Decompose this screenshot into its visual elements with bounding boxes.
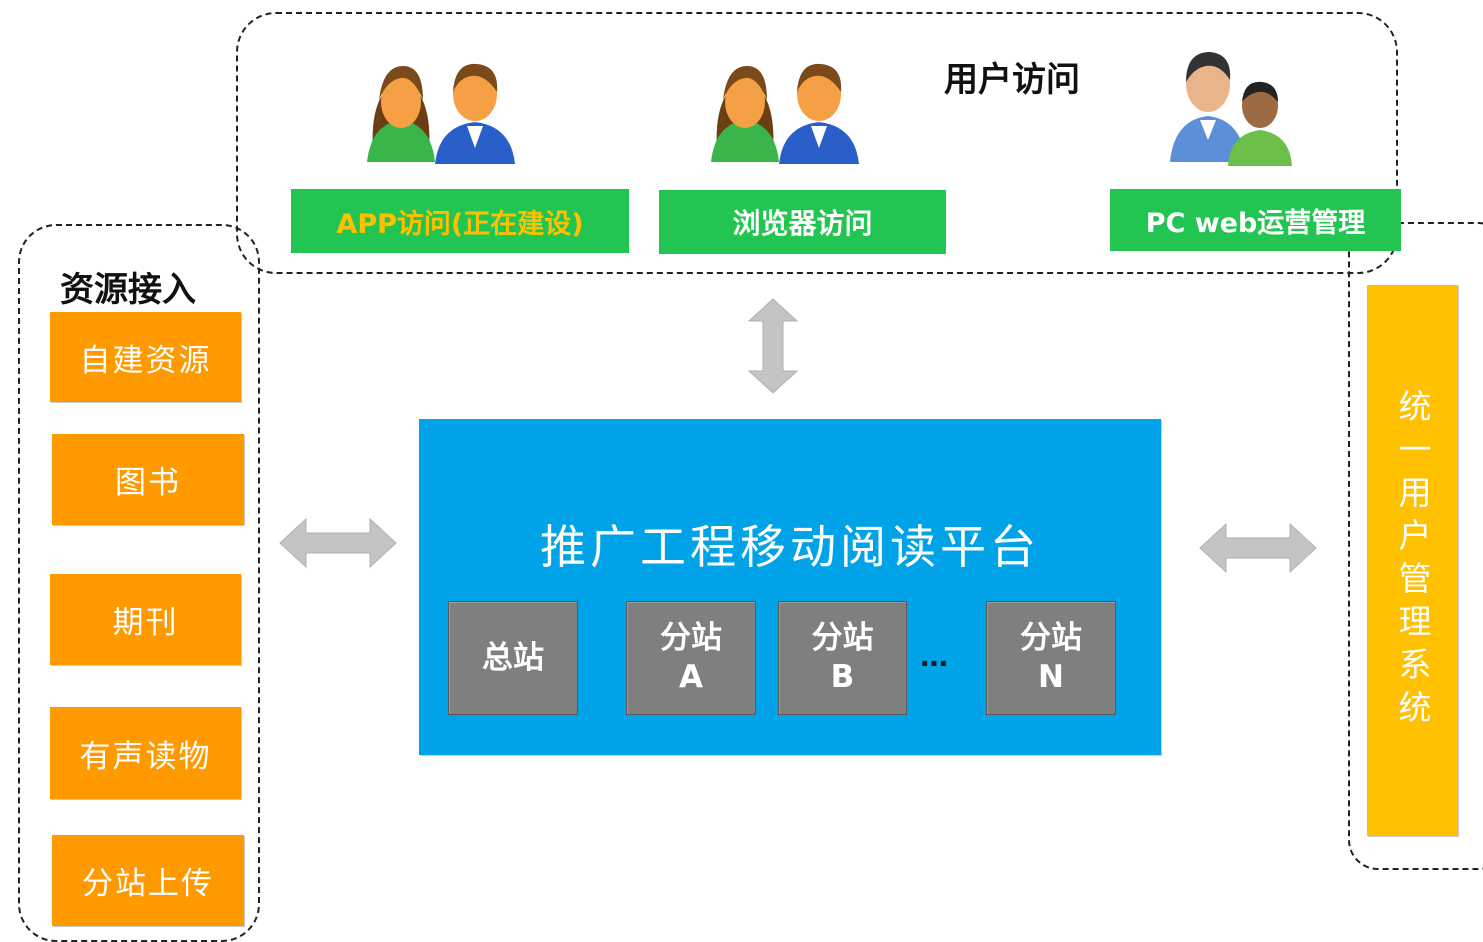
resource-access-title: 资源接入: [60, 270, 196, 310]
admin-users-icon: [1170, 52, 1292, 166]
station-label: 分站: [660, 620, 722, 657]
user-access-group: [236, 12, 1398, 274]
resource-item-audiobooks[interactable]: 有声读物: [50, 707, 241, 799]
double-arrow-vertical-icon: [747, 298, 799, 394]
unified-user-management-box[interactable]: 统一用户管理系统: [1367, 285, 1458, 836]
platform-title: 推广工程移动阅读平台: [540, 520, 1040, 574]
station-label: 总站: [482, 639, 544, 676]
user-management-group: [1348, 222, 1483, 870]
station-n[interactable]: 分站 N: [986, 601, 1116, 715]
resource-item-self-built[interactable]: 自建资源: [50, 312, 241, 402]
station-label: 分站: [1020, 620, 1082, 657]
station-ellipsis: …: [920, 640, 949, 673]
resource-access-group: [18, 224, 260, 942]
resource-item-books[interactable]: 图书: [52, 434, 244, 525]
station-letter: B: [830, 659, 855, 695]
station-headquarters[interactable]: 总站: [448, 601, 578, 715]
unified-user-management-label: 统一用户管理系统: [1393, 388, 1432, 733]
station-letter: A: [679, 659, 703, 695]
double-arrow-horizontal-icon: [279, 517, 397, 569]
user-access-title: 用户访问: [944, 60, 1080, 100]
station-letter: N: [1038, 659, 1064, 695]
station-a[interactable]: 分站 A: [626, 601, 756, 715]
pc-web-admin-box[interactable]: PC web运营管理: [1110, 189, 1401, 251]
browser-access-box[interactable]: 浏览器访问: [659, 190, 946, 254]
resource-item-journals[interactable]: 期刊: [50, 574, 241, 665]
station-label: 分站: [811, 620, 874, 657]
users-couple-icon: [711, 63, 859, 164]
resource-item-substation-upload[interactable]: 分站上传: [52, 835, 244, 926]
double-arrow-horizontal-icon: [1199, 522, 1317, 574]
users-couple-icon: [367, 63, 515, 164]
app-access-box[interactable]: APP访问(正在建设): [291, 189, 629, 253]
station-b[interactable]: 分站 B: [778, 601, 907, 715]
